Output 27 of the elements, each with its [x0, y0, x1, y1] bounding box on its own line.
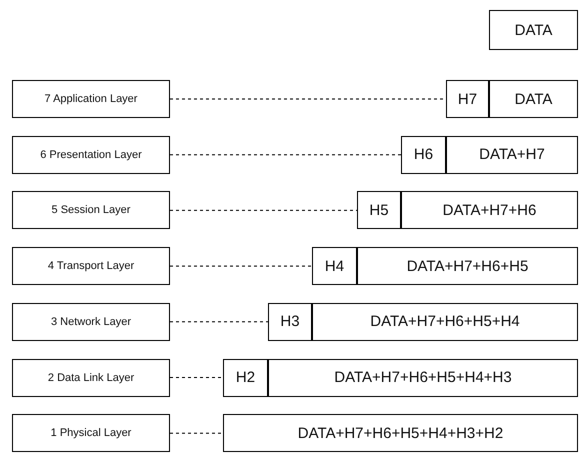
header-box: DATA+H7+H6+H5: [357, 247, 578, 286]
layer-box: 7 Application Layer: [12, 80, 170, 118]
header-box: H2: [223, 358, 268, 396]
header-box: DATA+H7+H6: [401, 191, 578, 230]
layer-box: 2 Data Link Layer: [12, 358, 170, 396]
header-box: H5: [357, 191, 401, 230]
layer-box: 3 Network Layer: [12, 302, 170, 341]
header-box: DATA+H7: [446, 136, 578, 174]
header-box: DATA+H7+H6+H5+H4+H3: [268, 358, 578, 396]
layer-box: 1 Physical Layer: [12, 414, 170, 452]
header-box: DATA: [489, 80, 578, 118]
header-box: H4: [312, 247, 357, 286]
layer-box: 6 Presentation Layer: [12, 136, 170, 174]
dashed-connector: [170, 432, 224, 434]
header-box: H3: [268, 302, 312, 341]
layer-box: 5 Session Layer: [12, 191, 170, 230]
dashed-connector: [170, 154, 402, 156]
dashed-connector: [170, 321, 268, 322]
header-box: H6: [401, 136, 446, 174]
header-box: DATA+H7+H6+H5+H4+H3+H2: [223, 414, 578, 452]
dashed-connector: [170, 266, 312, 267]
dashed-connector: [170, 377, 224, 378]
header-box: DATA+H7+H6+H5+H4: [312, 302, 578, 341]
layer-box: 4 Transport Layer: [12, 247, 170, 286]
header-box: DATA: [489, 10, 578, 50]
header-box: H7: [446, 80, 489, 118]
dashed-connector: [170, 210, 358, 211]
